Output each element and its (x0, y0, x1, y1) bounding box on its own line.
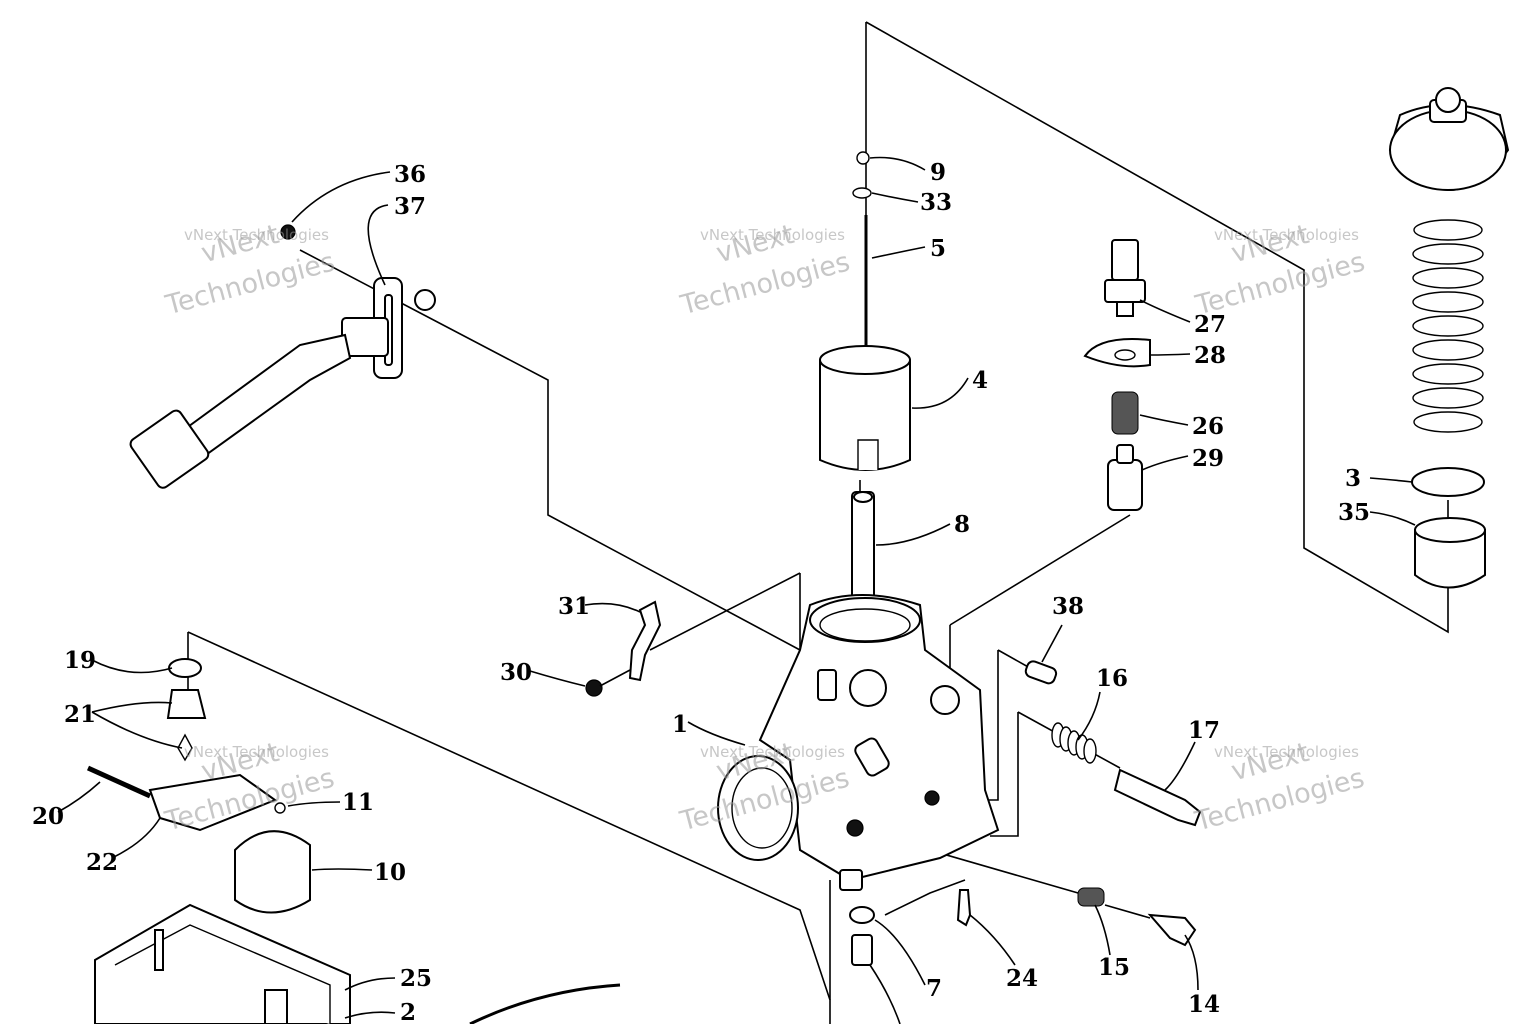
spring-16 (1051, 722, 1097, 764)
callout-26: 26 (1192, 413, 1224, 440)
callout-7: 7 (926, 975, 942, 1002)
watermark-top-center: vNext Technologies vNext Technologies (677, 219, 854, 322)
part-throttle-sensor-36-37 (129, 224, 436, 489)
callout-19: 19 (64, 647, 96, 674)
callout-14: 14 (1188, 991, 1220, 1018)
callout-25: 25 (400, 965, 432, 992)
callout-4: 4 (972, 367, 988, 394)
callout-37: 37 (394, 193, 426, 220)
svg-text:vNext Technologies: vNext Technologies (1214, 226, 1359, 244)
callout-11: 11 (342, 789, 374, 816)
callout-27: 27 (1194, 311, 1226, 338)
callout-3: 3 (1345, 465, 1361, 492)
callout-5: 5 (930, 235, 946, 262)
part-cap-spring-3-35 (1388, 87, 1510, 589)
watermark-top-right: vNext Technologies vNext Technologies (1192, 219, 1369, 322)
watermark-top-left: vNext Technologies vNext Technologies (162, 219, 339, 322)
callout-38: 38 (1052, 593, 1084, 620)
callout-35: 35 (1338, 499, 1370, 526)
part-pilot-jet-27-29 (1083, 239, 1151, 511)
callout-9: 9 (930, 159, 946, 186)
callout-22: 22 (86, 849, 118, 876)
svg-text:vNext Technologies: vNext Technologies (700, 743, 845, 761)
part-spring-screw-16-17-38 (1024, 660, 1202, 827)
svg-text:vNext Technologies: vNext Technologies (184, 226, 329, 244)
callout-30: 30 (500, 659, 532, 686)
svg-text:Technologies: Technologies (1192, 246, 1369, 321)
svg-text:vNext Technologies: vNext Technologies (700, 226, 845, 244)
callout-1: 1 (672, 711, 688, 738)
leader-lines (57, 156, 1416, 1024)
watermark-bottom-right: vNext Technologies vNext Technologies (1191, 737, 1368, 838)
callout-36: 36 (394, 161, 426, 188)
callout-28: 28 (1194, 342, 1226, 369)
callout-labels: 36 37 9 33 5 4 27 28 26 29 8 3 35 31 30 … (32, 159, 1370, 1024)
callout-24: 24 (1006, 965, 1038, 992)
part-carburetor-body-1 (717, 594, 1000, 891)
callout-16: 16 (1096, 665, 1128, 692)
callout-15: 15 (1098, 954, 1130, 981)
part-shaft-8 (851, 491, 875, 603)
callout-8: 8 (954, 511, 970, 538)
part-lever-31-30 (585, 600, 662, 697)
svg-text:Technologies: Technologies (677, 246, 854, 321)
callout-31: 31 (558, 593, 590, 620)
spring-coils (1412, 219, 1484, 433)
svg-text:vNext Technologies: vNext Technologies (1214, 743, 1359, 761)
svg-text:vNext Technologies: vNext Technologies (184, 743, 329, 761)
part-float-bowl-area (86, 658, 621, 1024)
callout-10: 10 (374, 859, 406, 886)
part-throttle-valve-4 (819, 345, 911, 471)
callout-29: 29 (1192, 445, 1224, 472)
svg-text:Technologies: Technologies (162, 246, 339, 321)
callout-2: 2 (400, 999, 416, 1024)
callout-17: 17 (1188, 717, 1220, 744)
callout-20: 20 (32, 803, 64, 830)
watermarks: vNext Technologies vNext Technologies vN… (161, 219, 1368, 838)
callout-33: 33 (920, 189, 952, 216)
part-small-jets-7-15-24-14 (849, 887, 1197, 966)
part-needle-5 (852, 151, 872, 352)
callout-21: 21 (64, 701, 96, 728)
